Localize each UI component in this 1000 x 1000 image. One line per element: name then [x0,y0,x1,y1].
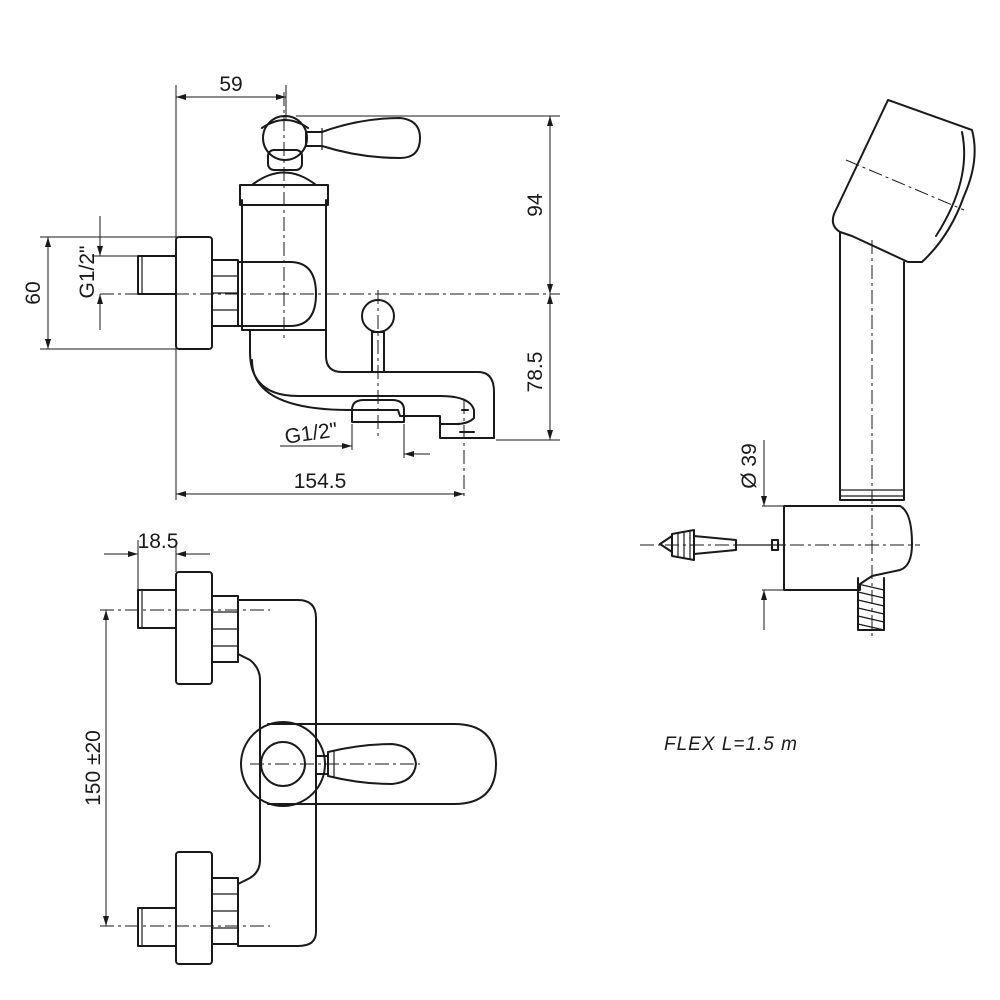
dim-60-label: 60 [22,281,45,304]
dim-thread-inlet-label: G1/2" [76,246,99,299]
hand-shower-view: Ø 39 FLEX L=1.5 m [640,99,976,755]
upper-flange [175,571,213,685]
inlet-stub [137,255,177,295]
front-body [237,599,317,947]
side-view: 59 94 78.5 60 G1/2" G1/2" 154.5 [22,73,560,500]
dim-59-label: 59 [219,73,242,96]
wall-flange [175,236,213,350]
upper-stub [137,589,177,629]
front-spout [267,723,497,805]
shower-outlet [351,399,405,423]
shower-hose [857,577,885,631]
shower-head [831,99,976,263]
shower-holder [783,505,913,591]
dim-154-5-label: 154.5 [294,470,347,493]
screw [693,535,737,555]
dim-thread-outlet-label: G1/2" [283,418,339,448]
dim-18-5-label: 18.5 [138,530,179,553]
wall-plug [659,535,673,553]
front-view: 18.5 150 ±20 [82,530,497,965]
dim-diameter-39-label: Ø 39 [738,443,761,489]
dim-150-label: 150 ±20 [82,730,105,806]
lower-stub [137,907,177,947]
lower-flange [175,851,213,965]
lever-handle [305,117,421,159]
dim-78-5-label: 78.5 [524,352,547,393]
flex-note: FLEX L=1.5 m [664,734,798,755]
front-lever [327,743,417,785]
dim-94-label: 94 [524,193,547,217]
spout [249,329,475,425]
